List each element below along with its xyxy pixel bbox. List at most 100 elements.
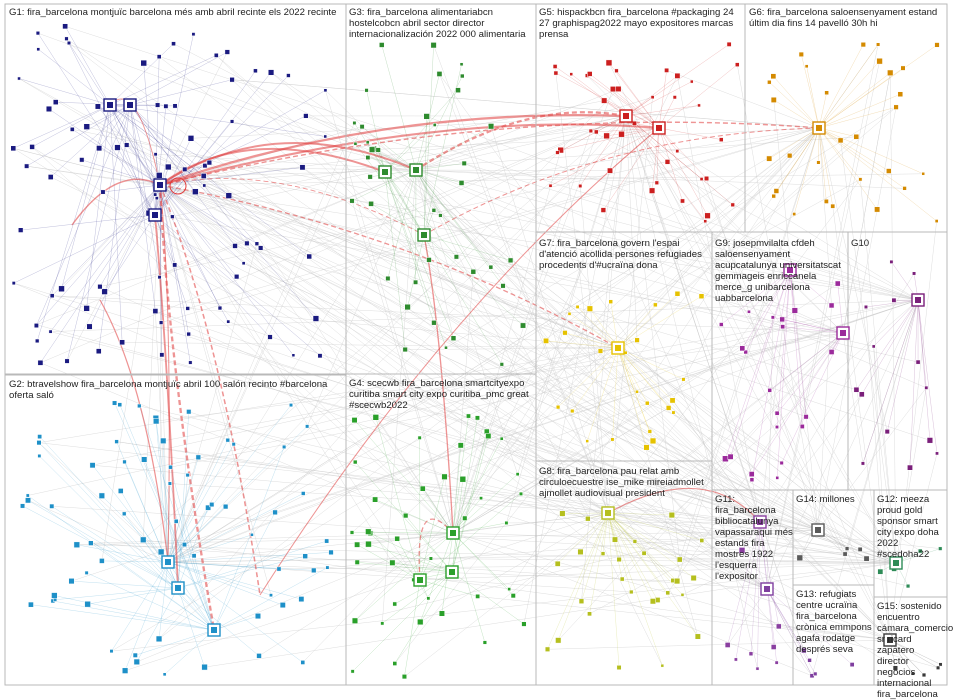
graph-edge [608, 513, 668, 593]
graph-node [831, 204, 835, 208]
graph-node [476, 594, 480, 598]
graph-node [403, 347, 408, 352]
graph-node [38, 454, 41, 457]
graph-node [460, 476, 466, 482]
group-label-g5: G5: hispackbcn fira_barcelona #packaging… [539, 7, 741, 40]
graph-edge [562, 513, 608, 514]
graph-node [768, 388, 772, 392]
graph-node [202, 664, 208, 670]
graph-node [79, 158, 84, 163]
graph-node [635, 338, 640, 343]
graph-node [403, 513, 408, 518]
graph-edge [890, 221, 937, 640]
graph-edge [667, 70, 819, 128]
graph-node [24, 164, 28, 168]
graph-node [203, 184, 206, 187]
graph-edge [608, 513, 662, 666]
graph-edge [13, 105, 110, 148]
graph-node [442, 474, 448, 480]
graph-edge [23, 506, 178, 588]
graph-node [680, 199, 684, 203]
hub-node-avatar [816, 125, 822, 131]
graph-node [731, 203, 735, 207]
graph-node [46, 106, 52, 112]
hub-node-avatar [605, 510, 611, 516]
graph-node [182, 542, 186, 546]
graph-node [556, 405, 560, 409]
graph-node [859, 392, 864, 397]
graph-node [894, 105, 899, 110]
graph-node [155, 103, 160, 108]
graph-node [353, 121, 356, 124]
graph-node [767, 80, 771, 84]
group-label-g6: G6: fira_barcelona saloensenyament estan… [749, 7, 947, 29]
graph-node [906, 584, 910, 588]
graph-edge [887, 300, 918, 432]
graph-node [405, 304, 411, 310]
graph-node [324, 89, 327, 92]
graph-node [87, 324, 93, 330]
graph-node [59, 286, 65, 292]
graph-node [67, 41, 71, 45]
graph-node [257, 653, 262, 658]
graph-edge [306, 116, 416, 170]
hub-node-avatar [417, 577, 423, 583]
network-graph-svg [0, 0, 950, 688]
graph-node [118, 403, 122, 407]
graph-node [780, 317, 785, 322]
graph-node [771, 74, 776, 79]
graph-node [610, 86, 615, 91]
graph-node [650, 598, 656, 604]
graph-node [12, 281, 15, 284]
graph-edge [424, 45, 434, 235]
graph-node [508, 258, 513, 263]
graph-node [838, 138, 843, 143]
graph-node [817, 161, 821, 165]
graph-node [609, 300, 613, 304]
graph-node [432, 208, 436, 212]
graph-node [587, 71, 592, 76]
graph-node [28, 602, 33, 607]
graph-edge [307, 426, 767, 589]
graph-node [907, 465, 912, 470]
graph-node [170, 215, 174, 219]
graph-node [439, 214, 443, 218]
graph-node [173, 263, 177, 267]
graph-node [549, 184, 552, 187]
graph-edge [659, 70, 667, 128]
hub-node-avatar [157, 182, 163, 188]
graph-node [560, 511, 566, 517]
graph-node [226, 438, 230, 442]
graph-node [99, 558, 104, 563]
graph-edge [13, 148, 608, 513]
graph-node [187, 332, 191, 336]
graph-node [268, 70, 274, 76]
graph-node [505, 521, 508, 524]
graph-node [829, 349, 834, 354]
graph-node [268, 335, 273, 340]
graph-node [424, 114, 430, 120]
graph-edge [890, 73, 896, 563]
graph-node [50, 504, 54, 508]
graph-node [824, 199, 828, 203]
graph-node [825, 91, 829, 95]
graph-node [704, 176, 709, 181]
graph-node [352, 417, 357, 422]
graph-edge [659, 65, 737, 128]
graph-node [123, 460, 127, 464]
graph-edge [819, 45, 878, 128]
group-label-g7: G7: fira_barcelona govern l'espai d'aten… [539, 238, 709, 271]
graph-edge [88, 588, 178, 604]
graph-node [69, 578, 75, 584]
graph-edge [452, 436, 488, 572]
graph-node [682, 378, 686, 382]
graph-node [158, 275, 161, 278]
graph-edge [87, 105, 110, 308]
group-label-g9: G9: josepmvilalta cfdeh saloensenyament … [715, 238, 845, 304]
graph-node [96, 145, 101, 150]
graph-edge [135, 630, 214, 655]
graph-node [845, 547, 849, 551]
graph-node [927, 437, 933, 443]
graph-node [393, 602, 397, 606]
graph-node [813, 672, 817, 676]
